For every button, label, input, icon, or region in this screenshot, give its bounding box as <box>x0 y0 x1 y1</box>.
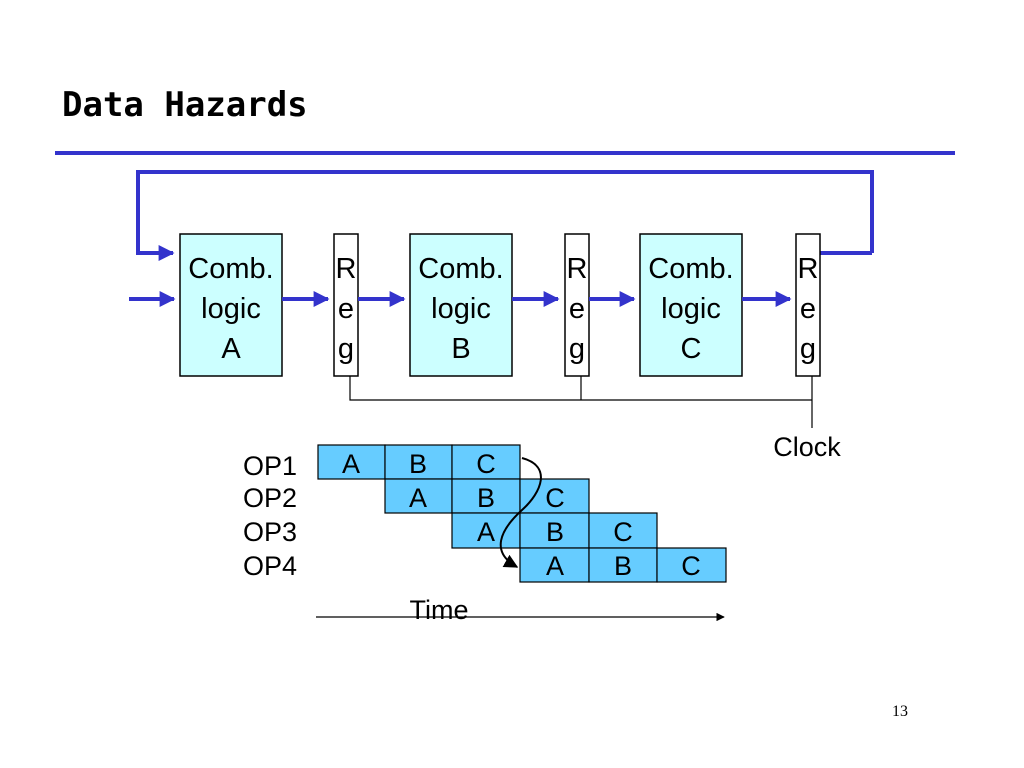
op1-cell-a-text: A <box>342 449 360 479</box>
timing-row-op1: OP1 A B C <box>243 444 521 481</box>
comb-logic-c: Comb. logic C <box>639 233 743 377</box>
timing-row-op3: OP3 A B C <box>243 512 658 549</box>
comb-logic-c-line2: logic <box>661 293 721 325</box>
comb-logic-b: Comb. logic B <box>409 233 513 377</box>
op3-label: OP3 <box>243 517 297 547</box>
comb-logic-b-line2: logic <box>431 293 491 325</box>
op1-label: OP1 <box>243 451 297 481</box>
op4-cell-c <box>656 547 727 583</box>
hazard-dependency-arrow <box>499 457 542 568</box>
op2-cell-a <box>384 478 453 514</box>
op3-cell-a <box>451 512 521 549</box>
op4-label: OP4 <box>243 551 297 581</box>
comb-logic-b-line3: B <box>451 333 470 365</box>
op4-cell-c-text: C <box>681 551 701 581</box>
op1-cell-a <box>317 444 386 480</box>
register-3-letter-e: e <box>800 293 816 325</box>
op3-cell-a-text: A <box>477 517 495 547</box>
page-number: 13 <box>892 703 908 720</box>
op4-cell-a <box>519 547 590 583</box>
comb-logic-a-line3: A <box>221 333 241 365</box>
register-2-letter-r: R <box>567 253 588 285</box>
register-1-letter-e: e <box>338 293 354 325</box>
op1-cell-c <box>451 444 521 480</box>
clock-label: Clock <box>773 432 841 462</box>
register-3-letter-g: g <box>800 333 816 365</box>
register-2: R e g <box>564 233 590 377</box>
register-1: R e g <box>333 233 359 377</box>
register-3: R e g <box>795 233 821 377</box>
slide-title: Data Hazards <box>62 85 308 125</box>
op1-cell-b-text: B <box>409 449 427 479</box>
comb-logic-a: Comb. logic A <box>179 233 283 377</box>
op2-label: OP2 <box>243 483 297 513</box>
comb-logic-c-line3: C <box>681 333 702 365</box>
op4-cell-b <box>588 547 658 583</box>
comb-logic-a-line2: logic <box>201 293 261 325</box>
op3-cell-b-text: B <box>546 517 564 547</box>
comb-logic-a-line1: Comb. <box>188 253 273 285</box>
time-label: Time <box>410 595 469 625</box>
register-1-letter-g: g <box>338 333 354 365</box>
timing-row-op4: OP4 A B C <box>243 547 727 583</box>
op2-cell-c-text: C <box>545 483 565 513</box>
register-3-letter-r: R <box>798 253 819 285</box>
register-2-letter-g: g <box>569 333 585 365</box>
clock-wire <box>349 376 812 401</box>
op2-cell-b-text: B <box>477 483 495 513</box>
register-1-letter-r: R <box>336 253 357 285</box>
op4-cell-a-text: A <box>546 551 564 581</box>
op1-cell-c-text: C <box>476 449 496 479</box>
op3-cell-c-text: C <box>613 517 633 547</box>
op4-cell-b-text: B <box>614 551 632 581</box>
timing-row-op2: OP2 A B C <box>243 478 590 514</box>
comb-logic-b-line1: Comb. <box>418 253 503 285</box>
register-2-letter-e: e <box>569 293 585 325</box>
op2-cell-c <box>519 478 590 514</box>
feedback-loop-arrow <box>136 170 874 261</box>
comb-logic-c-line1: Comb. <box>648 253 733 285</box>
op2-cell-a-text: A <box>409 483 427 513</box>
